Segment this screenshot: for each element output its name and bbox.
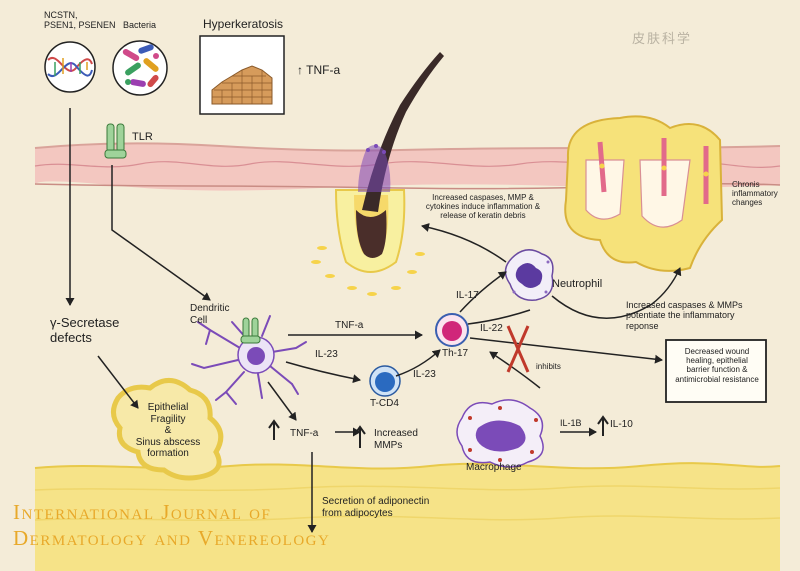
macrophage-cell (456, 399, 544, 468)
label-tnf-bottom: TNF-a (290, 428, 319, 439)
journal-name-line1: International Journal of (13, 500, 272, 524)
label-caspases-mmp: Increased caspases & MMPs potentiate the… (626, 300, 743, 331)
inhibition-cross (506, 325, 530, 373)
tcd4-cell (369, 365, 401, 397)
label-il17: IL-17 (456, 290, 479, 301)
label-genes: NCSTN, PSEN1, PSENEN (44, 10, 116, 31)
neutrophil-cell (504, 249, 554, 301)
hair-follicle (311, 52, 444, 296)
th17-cell (435, 313, 469, 347)
label-epithelial: Epithelial Fragility & Sinus abscess for… (135, 402, 201, 459)
up-arrows (268, 415, 609, 448)
label-dendritic: Dendritic Cell (190, 303, 230, 326)
label-il22: IL-22 (480, 323, 503, 334)
label-macrophage: Macrophage (466, 462, 522, 473)
label-th17: Th-17 (442, 348, 469, 359)
chronic-inflammation-cyst (564, 115, 724, 272)
label-tnf-top: ↑ TNF-a (297, 63, 341, 77)
hyperkeratosis-box (199, 35, 285, 115)
label-il23-tcd4: IL-23 (413, 369, 436, 380)
tlr-receptor (104, 123, 127, 159)
label-inhibits: inhibits (536, 362, 561, 371)
dendritic-cell (191, 315, 307, 405)
label-chronic: Chronis inflammatory changes (732, 180, 778, 208)
wound-healing-box (665, 339, 767, 403)
dna-circle (44, 41, 96, 93)
label-caspases-hair: Increased caspases, MMP & cytokines indu… (425, 193, 541, 221)
label-tnf-dc: TNF-a (335, 320, 364, 331)
label-bacteria: Bacteria (123, 20, 157, 30)
adipose-layer (34, 462, 781, 571)
label-adiponectin: Secretion of adiponectin from adipocytes (322, 496, 430, 519)
bacteria-circle (112, 40, 168, 96)
label-tlr: TLR (132, 131, 153, 143)
label-increased-mmps: Increased MMPs (374, 428, 418, 451)
label-il1b: IL-1B (560, 418, 582, 428)
label-hyperkeratosis: Hyperkeratosis (203, 17, 284, 31)
journal-name-line2: Dermatology and Venereology (13, 526, 331, 550)
label-wound-box: Decreased wound healing, epithelial barr… (675, 347, 759, 384)
label-tcd4: T-CD4 (370, 398, 399, 409)
label-secretase: γ-Secretase defects (50, 315, 120, 345)
label-il10: IL-10 (610, 419, 633, 430)
label-neutrophil: Neutrophil (552, 278, 603, 290)
publisher-seal: 皮肤科学 (632, 32, 693, 47)
epithelial-fragility-blob (111, 378, 224, 481)
pathway-arrows (65, 108, 682, 533)
label-il23-dc: IL-23 (315, 349, 338, 360)
